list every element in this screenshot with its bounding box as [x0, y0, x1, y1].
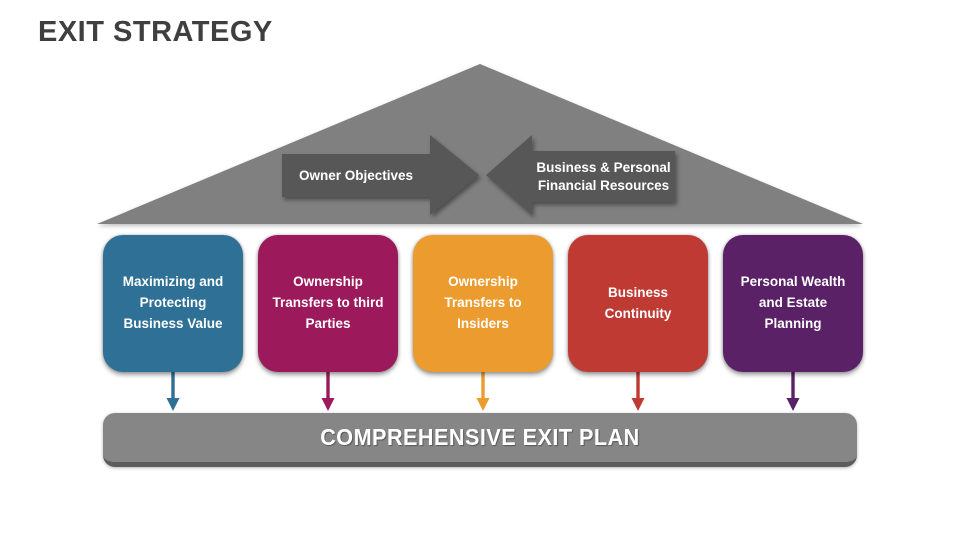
roof-triangle-shape — [97, 64, 863, 224]
bar-label: COMPREHENSIVE EXIT PLAN — [320, 424, 640, 450]
box-label: Personal Wealth and Estate Planning — [740, 274, 846, 331]
comprehensive-exit-plan-bar: COMPREHENSIVE EXIT PLAN — [103, 413, 857, 467]
box-label: Ownership Transfers to third Parties — [272, 274, 384, 331]
box-ownership-transfers-third-parties: Ownership Transfers to third Parties — [258, 235, 398, 372]
box-label: Maximizing and Protecting Business Value — [122, 274, 224, 331]
left-arrow-icon — [282, 135, 479, 215]
right-arrow-icon — [486, 135, 675, 215]
down-arrow-icon-continuity — [631, 370, 645, 411]
down-arrow-icon-third-parties — [321, 370, 335, 411]
box-personal-wealth-estate-planning: Personal Wealth and Estate Planning — [723, 235, 863, 372]
down-arrow-icon-insiders — [476, 370, 490, 411]
box-business-continuity: Business Continuity — [568, 235, 708, 372]
box-label: Business Continuity — [604, 284, 672, 321]
page-title: EXIT STRATEGY — [38, 16, 273, 48]
down-arrow-icon-estate-planning — [786, 370, 800, 411]
financial-resources-label: Business & Personal Financial Resources — [536, 159, 671, 193]
box-maximizing-business-value: Maximizing and Protecting Business Value — [103, 235, 243, 372]
box-label: Ownership Transfers to Insiders — [444, 274, 522, 331]
owner-objectives-label: Owner Objectives — [298, 167, 414, 183]
box-ownership-transfers-insiders: Ownership Transfers to Insiders — [413, 235, 553, 372]
down-arrow-icon-business-value — [166, 370, 180, 411]
